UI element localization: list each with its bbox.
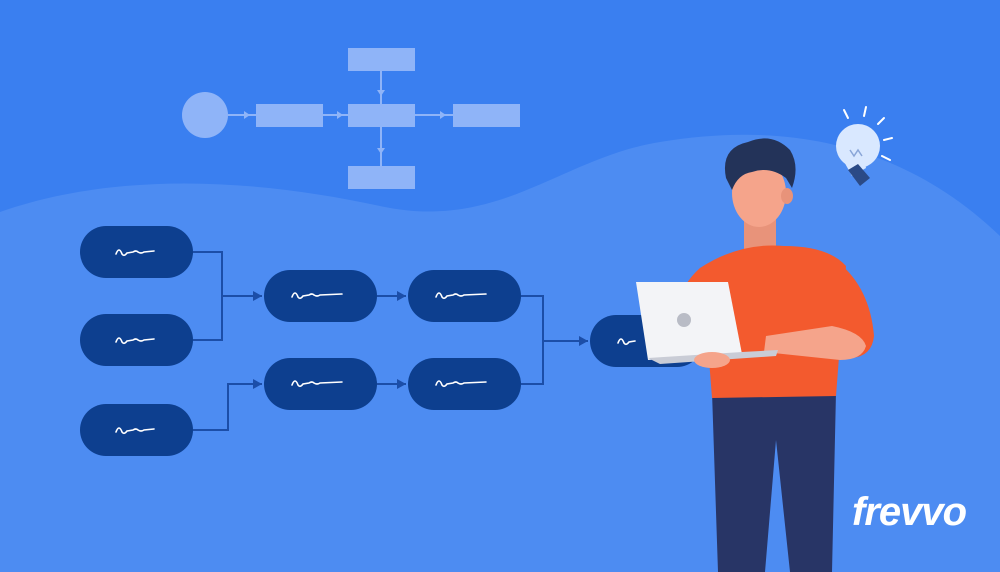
scribble-4: [291, 292, 343, 300]
diagram-arrow-1: [244, 111, 250, 119]
workflow-node-5: [264, 358, 377, 410]
person-ear: [781, 188, 793, 204]
diagram-arrow-5: [377, 148, 385, 154]
arrowhead-step-c: [397, 291, 406, 301]
arrowhead-step-b: [253, 379, 262, 389]
laptop-logo-icon: [677, 313, 691, 327]
scribble-5: [291, 380, 343, 388]
diagram-arrow-2: [337, 111, 343, 119]
scribble-7: [435, 380, 487, 388]
workflow-arrowheads: [253, 291, 588, 389]
scribble-2: [115, 337, 155, 345]
workflow-node-1: [80, 226, 193, 278]
person-forearm-right: [764, 326, 866, 360]
diagram-box-center: [348, 104, 415, 127]
workflow-node-7: [408, 358, 521, 410]
workflow-node-2: [80, 314, 193, 366]
diagram-box-top: [348, 48, 415, 71]
diagram-box-1: [256, 104, 323, 127]
connector-to-step-b: [193, 383, 262, 431]
person-pants: [712, 392, 836, 572]
arrowhead-final: [579, 336, 588, 346]
diagram-box-right: [453, 104, 520, 127]
brand-logo: frevvo: [852, 490, 967, 534]
diagram-start-node: [182, 92, 228, 138]
scribble-final: [617, 338, 636, 346]
arrowhead-step-a: [253, 291, 262, 301]
scribble-3: [115, 427, 155, 435]
workflow-node-3: [80, 404, 193, 456]
person-hair: [724, 138, 796, 190]
person-hand-left: [694, 352, 730, 368]
node-scribbles: [115, 249, 636, 435]
person-face: [732, 159, 786, 227]
workflow-node-4: [264, 270, 377, 322]
workflow-connectors: [193, 251, 588, 431]
diagram-arrow-4: [377, 90, 385, 96]
light-flow-diagram: [182, 48, 520, 189]
person-figure: [636, 138, 874, 572]
workflow-node-6: [408, 270, 521, 322]
diagram-box-bottom: [348, 166, 415, 189]
scribble-6: [435, 292, 487, 300]
workflow-nodes: [80, 226, 703, 456]
scribble-1: [115, 249, 155, 257]
arrowhead-step-d: [397, 379, 406, 389]
diagram-arrow-3: [440, 111, 446, 119]
lightbulb-icon: [836, 106, 893, 186]
